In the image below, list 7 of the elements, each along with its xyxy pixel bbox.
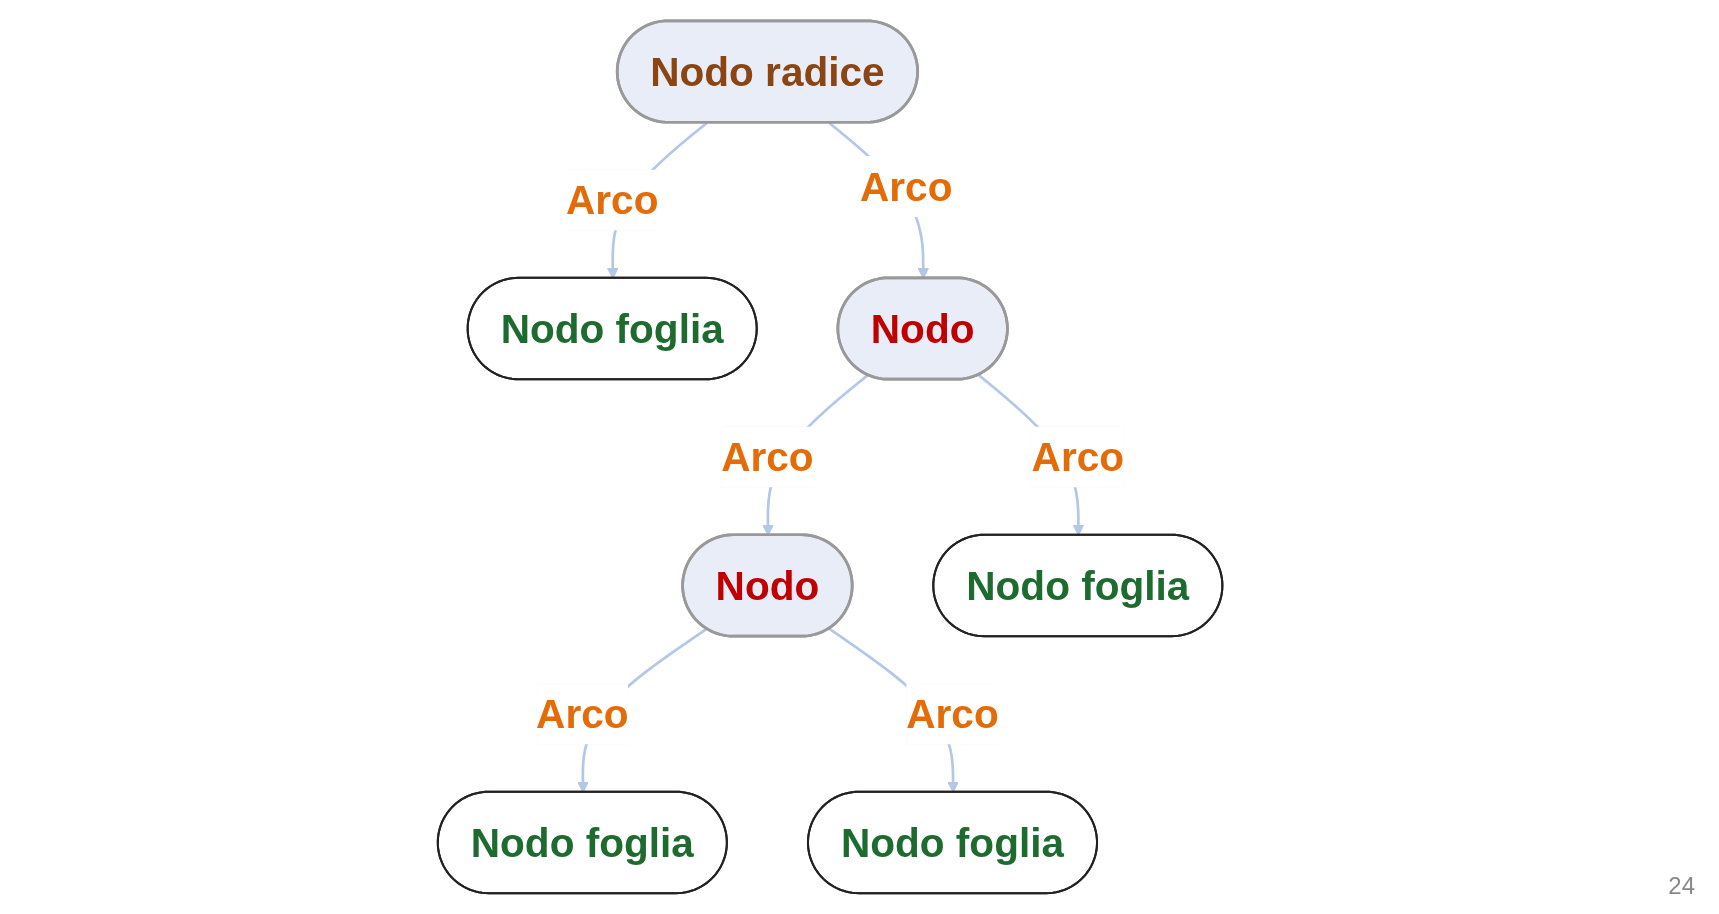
edge-label: Arco: [906, 691, 999, 737]
page-number: 24: [1668, 872, 1695, 900]
edge-label: Arco: [565, 177, 659, 223]
edge-label: Arco: [721, 434, 814, 480]
edge-label: Arco: [536, 691, 629, 737]
edge-label: Arco: [1031, 434, 1124, 480]
edge-label: Arco: [859, 164, 953, 209]
